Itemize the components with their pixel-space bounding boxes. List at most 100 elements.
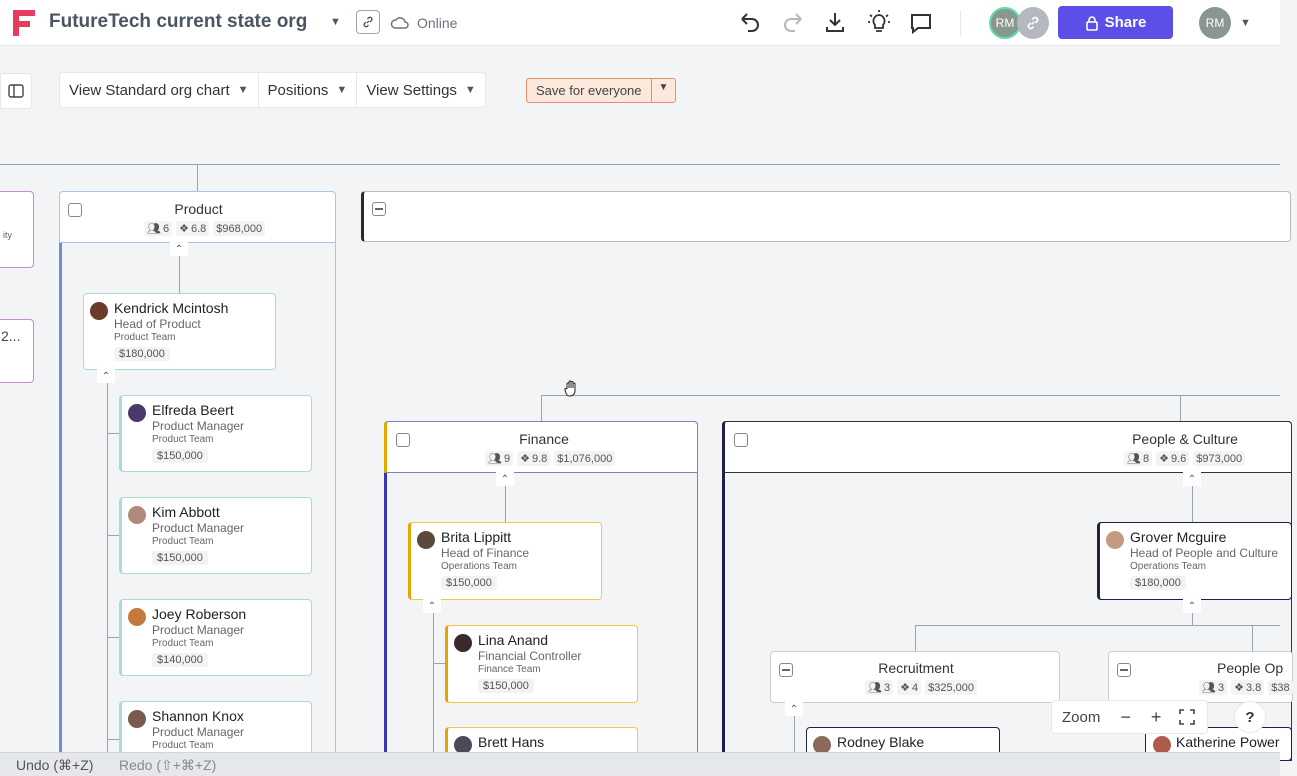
product-department-card[interactable]: Product 👥︎6 ❖6.8 $968,000 (59, 191, 336, 243)
partial-card-text: 2... (1, 328, 21, 344)
user-avatar[interactable]: RM (1199, 7, 1231, 39)
undo-icon[interactable] (738, 11, 762, 35)
person-card-kim[interactable]: Kim Abbott Product Manager Product Team … (119, 497, 312, 574)
connector-line (107, 433, 119, 434)
budget: $325,000 (928, 681, 974, 694)
person-salary: $150,000 (152, 449, 208, 463)
person-card-kendrick[interactable]: Kendrick Mcintosh Head of Product Produc… (83, 293, 276, 370)
connector-line (1180, 395, 1181, 421)
person-card-lina[interactable]: Lina Anand Financial Controller Finance … (445, 625, 638, 703)
collapse-chevron-up-icon[interactable]: ⌃ (1183, 472, 1201, 486)
expand-icon[interactable] (68, 203, 82, 217)
person-card-grover[interactable]: Grover Mcguire Head of People and Cultur… (1097, 522, 1292, 600)
people-icon: 👥︎ (868, 682, 882, 694)
person-name: Brita Lippitt (441, 529, 512, 545)
person-role: Product Manager (152, 623, 245, 637)
view-chart-label: View Standard org chart (69, 81, 230, 99)
expand-icon[interactable] (396, 433, 410, 447)
people-ops-department-card[interactable]: People Op 👥︎3 ❖3.8 $38 (1108, 651, 1293, 703)
person-card-joey[interactable]: Joey Roberson Product Manager Product Te… (119, 599, 312, 676)
collapse-icon[interactable] (372, 202, 386, 216)
zoom-controls: Zoom − + (1051, 700, 1209, 734)
view-chart-dropdown[interactable]: View Standard org chart▼ (59, 72, 259, 108)
save-options-chevron-down-icon[interactable]: ▼ (658, 82, 669, 93)
person-role: Product Manager (152, 419, 245, 433)
share-link-avatar[interactable] (1017, 7, 1049, 39)
connector-line (541, 395, 542, 421)
avatar (454, 736, 472, 754)
avatar (1106, 531, 1124, 549)
recruitment-department-card[interactable]: Recruitment 👥︎3 ❖4 $325,000 (770, 651, 1060, 703)
lightbulb-icon[interactable] (866, 9, 892, 35)
collapse-chevron-up-icon[interactable]: ⌃ (1183, 599, 1201, 613)
fte: 9.6 (1170, 452, 1187, 465)
people-icon: 👥︎ (147, 223, 161, 235)
collapse-icon[interactable] (779, 663, 793, 677)
person-card-brita[interactable]: Brita Lippitt Head of Finance Operations… (408, 522, 602, 600)
person-team: Product Team (152, 536, 214, 547)
collapse-chevron-up-icon[interactable]: ⌃ (423, 599, 441, 613)
view-settings-label: View Settings (366, 81, 457, 99)
budget: $38 (1271, 681, 1290, 694)
person-team: Product Team (152, 638, 214, 649)
user-menu-chevron-down-icon[interactable]: ▼ (1240, 17, 1251, 29)
hand-cursor-icon (564, 380, 576, 397)
link-icon (1027, 16, 1039, 30)
avatar (90, 302, 108, 320)
person-salary: $180,000 (114, 347, 170, 361)
collapse-chevron-up-icon[interactable]: ⌃ (785, 702, 803, 716)
collapse-chevron-up-icon[interactable]: ⌃ (170, 242, 188, 256)
redo-icon[interactable] (781, 11, 805, 35)
person-card-shannon[interactable]: Shannon Knox Product Manager Product Tea… (119, 701, 312, 761)
comment-icon[interactable] (909, 11, 933, 35)
person-name: Brett Hans (478, 734, 545, 750)
fit-screen-icon[interactable] (1179, 709, 1196, 725)
copy-link-button[interactable] (356, 10, 380, 34)
save-for-everyone-button[interactable]: Save for everyone (527, 79, 652, 102)
positions-dropdown[interactable]: Positions▼ (258, 72, 358, 108)
document-title[interactable]: FutureTech current state org (49, 11, 308, 32)
collapse-icon[interactable] (1117, 663, 1131, 677)
lock-icon (1085, 15, 1098, 31)
finance-department-card[interactable]: Finance 👥︎9 ❖9.8 $1,076,000 (384, 421, 698, 473)
fte-icon: ❖ (1234, 682, 1244, 694)
people-icon: 👥︎ (1127, 453, 1141, 465)
link-icon (363, 16, 373, 28)
partial-department-card[interactable]: 2... (0, 319, 34, 383)
view-settings-dropdown[interactable]: View Settings▼ (357, 72, 486, 108)
connector-line (433, 663, 445, 664)
budget: $1,076,000 (557, 452, 613, 465)
collapse-chevron-up-icon[interactable]: ⌃ (97, 369, 115, 383)
help-button[interactable]: ? (1234, 701, 1266, 733)
people-icon: 👥︎ (1202, 682, 1216, 694)
redo-hint[interactable]: Redo (⇧+⌘+Z) (119, 757, 217, 773)
person-salary: $180,000 (1130, 576, 1186, 590)
online-status: Online (417, 15, 458, 31)
people-culture-department-card[interactable]: People & Culture 👥︎8 ❖9.6 $973,000 (722, 421, 1292, 473)
avatar (128, 404, 146, 422)
collapse-chevron-up-icon[interactable]: ⌃ (496, 472, 514, 486)
department-name: People & Culture (1132, 431, 1238, 447)
headcount: 6 (162, 222, 170, 235)
chevron-down-icon: ▼ (336, 84, 348, 96)
department-name: Recruitment (878, 660, 954, 676)
collaborator-avatar[interactable]: RM (989, 7, 1021, 39)
title-chevron-down-icon[interactable]: ▼ (330, 16, 341, 28)
expand-icon[interactable] (734, 433, 748, 447)
connector-line (197, 164, 198, 191)
share-button[interactable]: Share (1058, 6, 1173, 39)
person-card-elfreda[interactable]: Elfreda Beert Product Manager Product Te… (119, 395, 312, 472)
collapsed-department-card[interactable] (361, 191, 1291, 242)
person-team: Product Team (114, 332, 176, 343)
partial-department-card[interactable]: ity (0, 191, 34, 268)
person-name: Kim Abbott (152, 504, 220, 520)
sidebar-toggle-button[interactable] (0, 73, 32, 109)
zoom-out-button[interactable]: − (1120, 706, 1131, 727)
undo-hint[interactable]: Undo (⌘+Z) (16, 757, 94, 773)
zoom-in-button[interactable]: + (1150, 706, 1162, 727)
app-logo-icon[interactable] (10, 8, 38, 38)
connector-line (541, 395, 1280, 396)
person-name: Grover Mcguire (1130, 529, 1227, 545)
department-name: Product (174, 201, 223, 217)
download-icon[interactable] (823, 10, 847, 34)
